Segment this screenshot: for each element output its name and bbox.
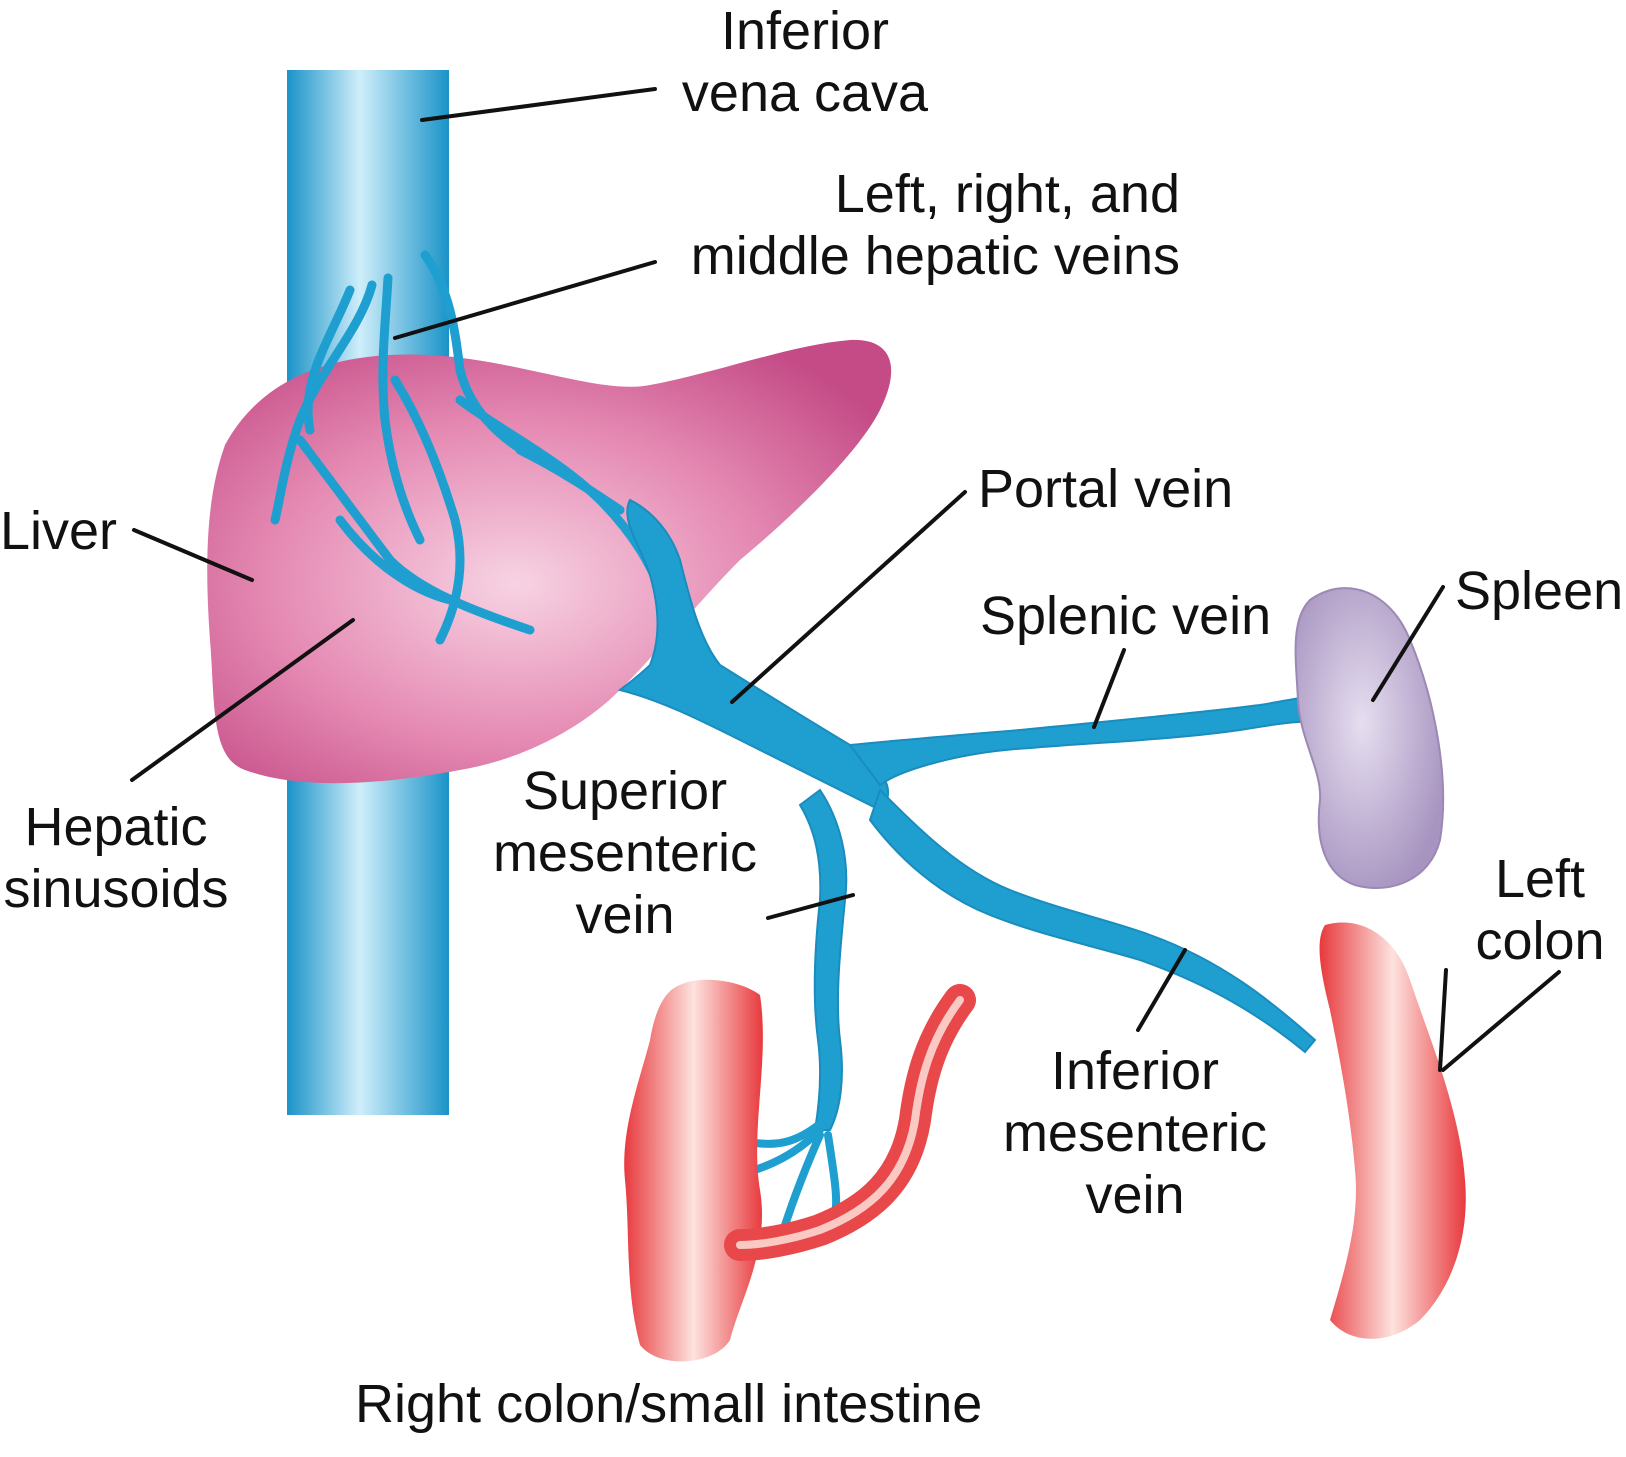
left-colon [1319,922,1466,1339]
label-spleen: Spleen [1455,561,1624,621]
label-hepatic-veins: Left, right, and middle hepatic veins [690,164,1180,286]
label-left-colon: Left colon [1475,849,1605,971]
spleen [1294,587,1445,889]
small-intestine [724,984,976,1261]
right-colon [624,979,763,1362]
label-inferior-mesenteric-vein: Inferior mesenteric vein [1002,1041,1268,1225]
small-intestine-highlight [736,996,964,1249]
label-splenic-vein: Splenic vein [980,586,1272,646]
label-inferior-vena-cava: Inferior vena cava [681,1,929,123]
portal-system [617,498,1321,1131]
label-liver: Liver [0,501,118,561]
label-hepatic-sinusoids: Hepatic sinusoids [3,797,229,919]
label-portal-vein: Portal vein [978,459,1234,519]
liver [207,339,892,784]
label-superior-mesenteric-vein: Superior mesenteric vein [492,761,758,945]
leader-lines [130,87,1561,1072]
label-right-colon-small-intestine: Right colon/small intestine [355,1374,983,1434]
